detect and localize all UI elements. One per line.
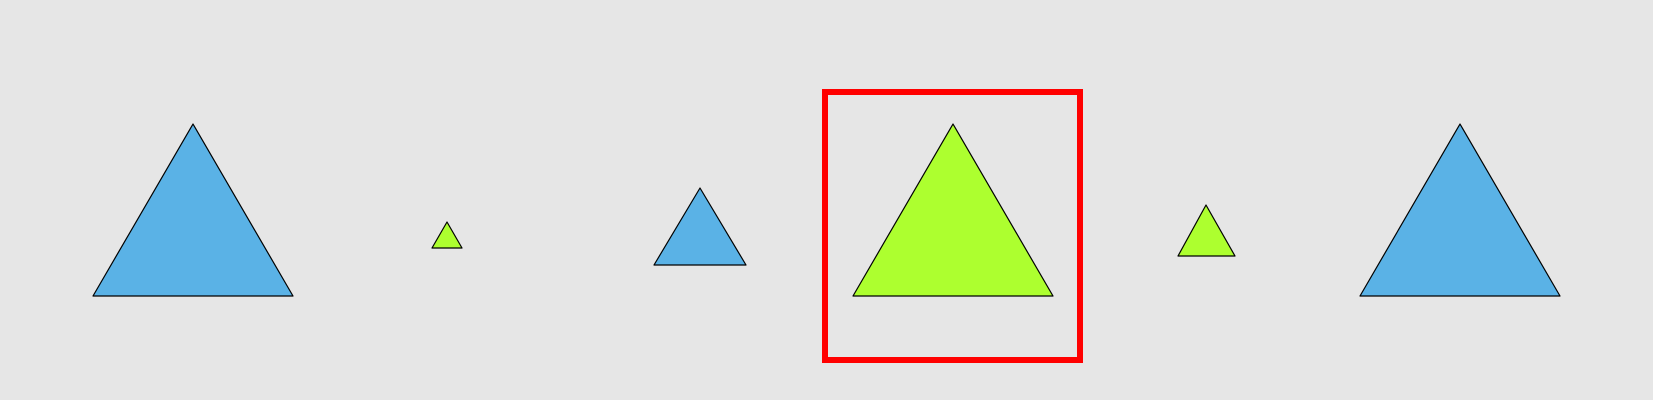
triangle-1 — [92, 123, 294, 297]
triangle-4 — [852, 123, 1054, 297]
triangle-6 — [1359, 123, 1561, 297]
triangle-5 — [1177, 204, 1236, 257]
triangle-3 — [653, 187, 747, 266]
highlight-box — [822, 89, 1083, 363]
triangle-2 — [431, 221, 463, 249]
